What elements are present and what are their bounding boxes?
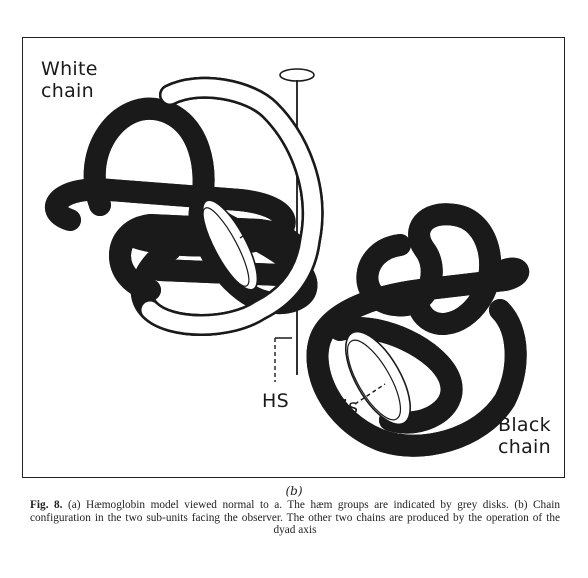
black-chain-label-line1: Black	[498, 414, 551, 436]
his-label-upper: His	[255, 220, 286, 242]
black-chain-label: Black chain	[498, 414, 551, 458]
his-label-lower: His	[328, 396, 359, 418]
black-chain-label-line2: chain	[498, 436, 551, 458]
black-chain	[318, 214, 519, 445]
white-chain-label-line2: chain	[41, 80, 94, 102]
caption-fig-number: Fig. 8.	[30, 499, 63, 511]
white-chain	[56, 88, 313, 325]
subfigure-label: (b)	[285, 484, 303, 498]
hs-label: HS	[262, 390, 289, 412]
white-chain-label-line1: White	[41, 58, 98, 80]
figure-frame	[22, 37, 565, 478]
connector-lines	[239, 221, 386, 405]
white-chain-label: White chain	[41, 58, 98, 102]
caption-text: (a) Hæmoglobin model viewed normal to a.…	[30, 499, 561, 536]
figure-caption: Fig. 8. (a) Hæmoglobin model viewed norm…	[30, 499, 560, 537]
